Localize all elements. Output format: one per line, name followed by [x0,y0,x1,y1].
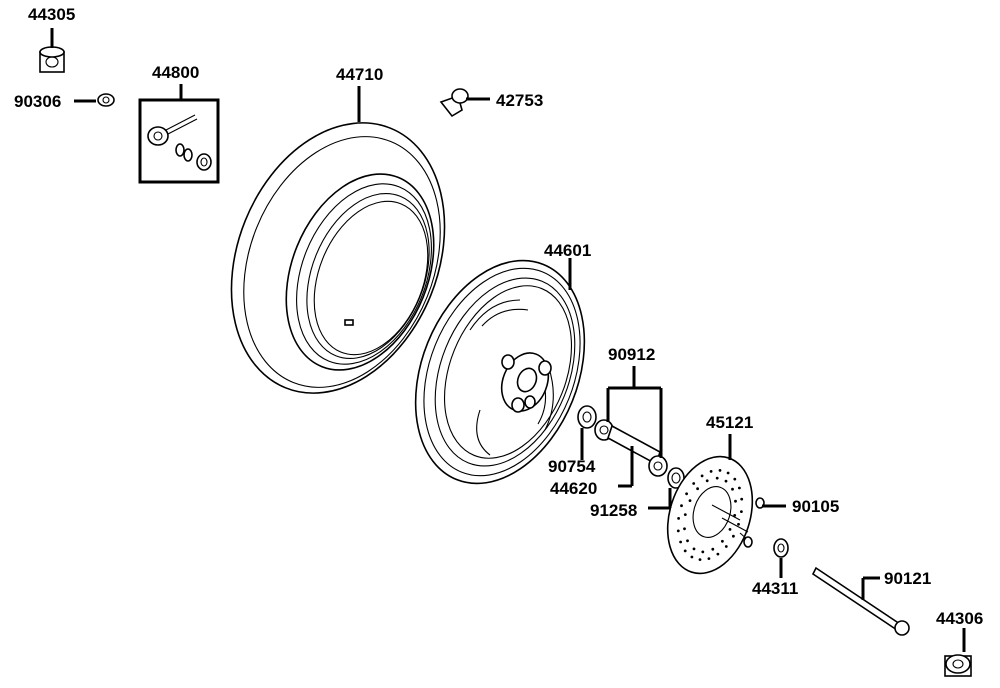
disc-hole [740,497,744,501]
disc-hole [724,479,728,483]
disc-hole [724,545,728,548]
nut-44306 [944,654,972,677]
disc-hole [709,470,713,473]
disc-hole [733,477,737,481]
disc-hole [734,499,737,503]
label-91258: 91258 [590,501,637,520]
label-90105: 90105 [792,497,839,516]
label-44710: 44710 [336,65,383,84]
disc-hole [726,471,730,475]
disc-hole [732,534,735,538]
nut-90306 [97,93,115,107]
collar-44311 [773,538,789,558]
label-44620: 44620 [550,479,597,498]
disc-hole [721,539,724,543]
tire-44710 [230,122,446,394]
label-44306: 44306 [936,609,983,628]
disc-hole [692,547,696,551]
axle-90121 [811,566,910,636]
disc-hole [705,479,709,483]
disc-hole [738,486,741,490]
label-90306: 90306 [14,92,61,111]
valve-42753 [439,88,469,118]
disc-hole [711,547,715,551]
disc-hole [683,549,687,553]
leader-lines [50,28,966,652]
disc-hole [677,517,680,520]
bearing-90754 [577,405,597,429]
disc-hole [701,550,705,554]
disc-hole [680,504,683,508]
disc-hole [688,499,692,502]
disc-hole [696,487,699,491]
disc-hole [728,528,732,531]
speedo-gear-kit-44800 [138,98,220,184]
disc-hole [685,492,688,496]
disc-hole [707,557,711,560]
disc-hole [698,558,702,561]
wheel-rim-44601 [414,259,586,485]
bearing-90912-right [648,455,668,477]
disc-hole [718,469,722,472]
nut-44305 [39,46,65,73]
disc-hole [740,510,743,513]
brake-disc-45121 [666,455,754,575]
disc-hole [733,514,737,517]
disc-hole [676,529,680,533]
disc-hole [683,527,686,531]
disc-hole [690,555,694,559]
label-44311: 44311 [752,579,798,598]
disc-hole [716,552,720,556]
label-44305: 44305 [28,5,75,24]
label-90121: 90121 [884,569,931,588]
disc-hole [731,487,734,491]
label-90754: 90754 [548,457,596,476]
label-90912: 90912 [608,345,655,364]
disc-hole [686,539,689,543]
bolts-90105 [711,497,765,548]
disc-hole [679,540,682,544]
disc-hole [700,474,704,478]
disc-hole [683,513,687,516]
label-44800: 44800 [152,63,199,82]
disc-hole [715,476,719,480]
disc-hole [737,522,740,526]
label-44601: 44601 [544,241,591,260]
label-42753: 42753 [496,91,543,110]
part-labels: 44305 90306 44800 44710 42753 44601 9091… [14,5,983,628]
disc-hole [692,482,696,485]
label-45121: 45121 [706,413,753,432]
